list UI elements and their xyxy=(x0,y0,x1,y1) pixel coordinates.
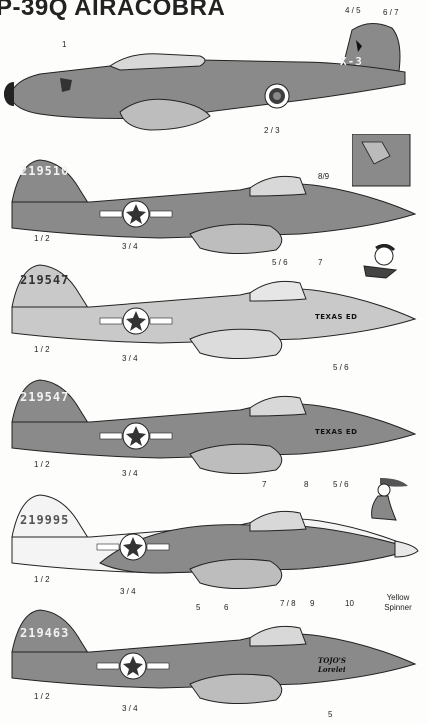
callout-3-4: 3 / 4 xyxy=(120,587,136,596)
callout-6-7: 6 / 7 xyxy=(383,8,399,17)
callout-1-2: 1 / 2 xyxy=(34,460,50,469)
callout-1-2: 1 / 2 xyxy=(34,575,50,584)
yellow-spinner-callout: Yellow Spinner xyxy=(384,593,412,612)
serial-number: 219463 xyxy=(20,626,70,640)
callout-6: 6 xyxy=(224,603,229,612)
cartoon-figure-icon xyxy=(363,244,398,279)
plane-profile-2: 219510 1 / 2 3 / 4 5 / 6 7 xyxy=(0,150,428,267)
callout-8-9: 8/9 xyxy=(318,172,330,181)
page-title: P-39Q AIRACOBRA xyxy=(0,0,226,21)
callout-3-4: 3 / 4 xyxy=(122,469,138,478)
plane-profile-5: 219995 1 / 2 3 / 4 5 6 7 / 8 9 10 Yellow… xyxy=(0,485,428,612)
callout-5: 5 xyxy=(328,710,333,719)
nose-art-text: TEXAS ED xyxy=(315,428,358,436)
nose-art-text: TEXAS ED xyxy=(315,313,358,321)
tail-code: X-3 xyxy=(340,55,363,68)
plane-profile-4: 219547 TEXAS ED 1 / 2 3 / 4 7 8 5 / 6 xyxy=(0,370,428,489)
callout-3-4: 3 / 4 xyxy=(122,704,138,713)
callout-1-2: 1 / 2 xyxy=(34,692,50,701)
serial-number: 219510 xyxy=(20,164,70,178)
callout-5-6: 5 / 6 xyxy=(272,258,288,267)
callout-10: 10 xyxy=(345,599,354,608)
inset-detail xyxy=(352,134,412,194)
callout-5: 5 xyxy=(196,603,201,612)
callout-1: 1 xyxy=(62,40,67,49)
callout-7: 7 xyxy=(262,480,267,489)
serial-number: 219995 xyxy=(20,513,70,527)
serial-number: 219547 xyxy=(20,273,70,287)
serial-number: 219547 xyxy=(20,390,70,404)
callout-5-6: 5 / 6 xyxy=(333,480,349,489)
plane-profile-6: 219463 TOJO'S Lorelei 1 / 2 3 / 4 5 xyxy=(0,600,428,719)
plane-profile-3: 219547 TEXAS ED 1 / 2 3 / 4 5 / 6 xyxy=(0,255,428,372)
callout-3-4: 3 / 4 xyxy=(122,242,138,251)
callout-1-2: 1 / 2 xyxy=(34,345,50,354)
callout-8: 8 xyxy=(304,480,309,489)
callout-5-6: 5 / 6 xyxy=(333,363,349,372)
pinup-figure-icon xyxy=(371,478,408,521)
callout-2-3: 2 / 3 xyxy=(264,126,280,135)
plane-1-drawing xyxy=(4,23,406,131)
nose-art-text: TOJO'S Lorelei xyxy=(318,656,346,674)
callout-4-5: 4 / 5 xyxy=(345,6,361,15)
plane-profile-1: 1 2 / 3 4 / 5 6 / 7 X-3 xyxy=(0,0,428,135)
callout-1-2: 1 / 2 xyxy=(34,234,50,243)
callout-9: 9 xyxy=(310,599,315,608)
callout-7-8: 7 / 8 xyxy=(280,599,296,608)
callout-3-4: 3 / 4 xyxy=(122,354,138,363)
callout-7: 7 xyxy=(318,258,323,267)
